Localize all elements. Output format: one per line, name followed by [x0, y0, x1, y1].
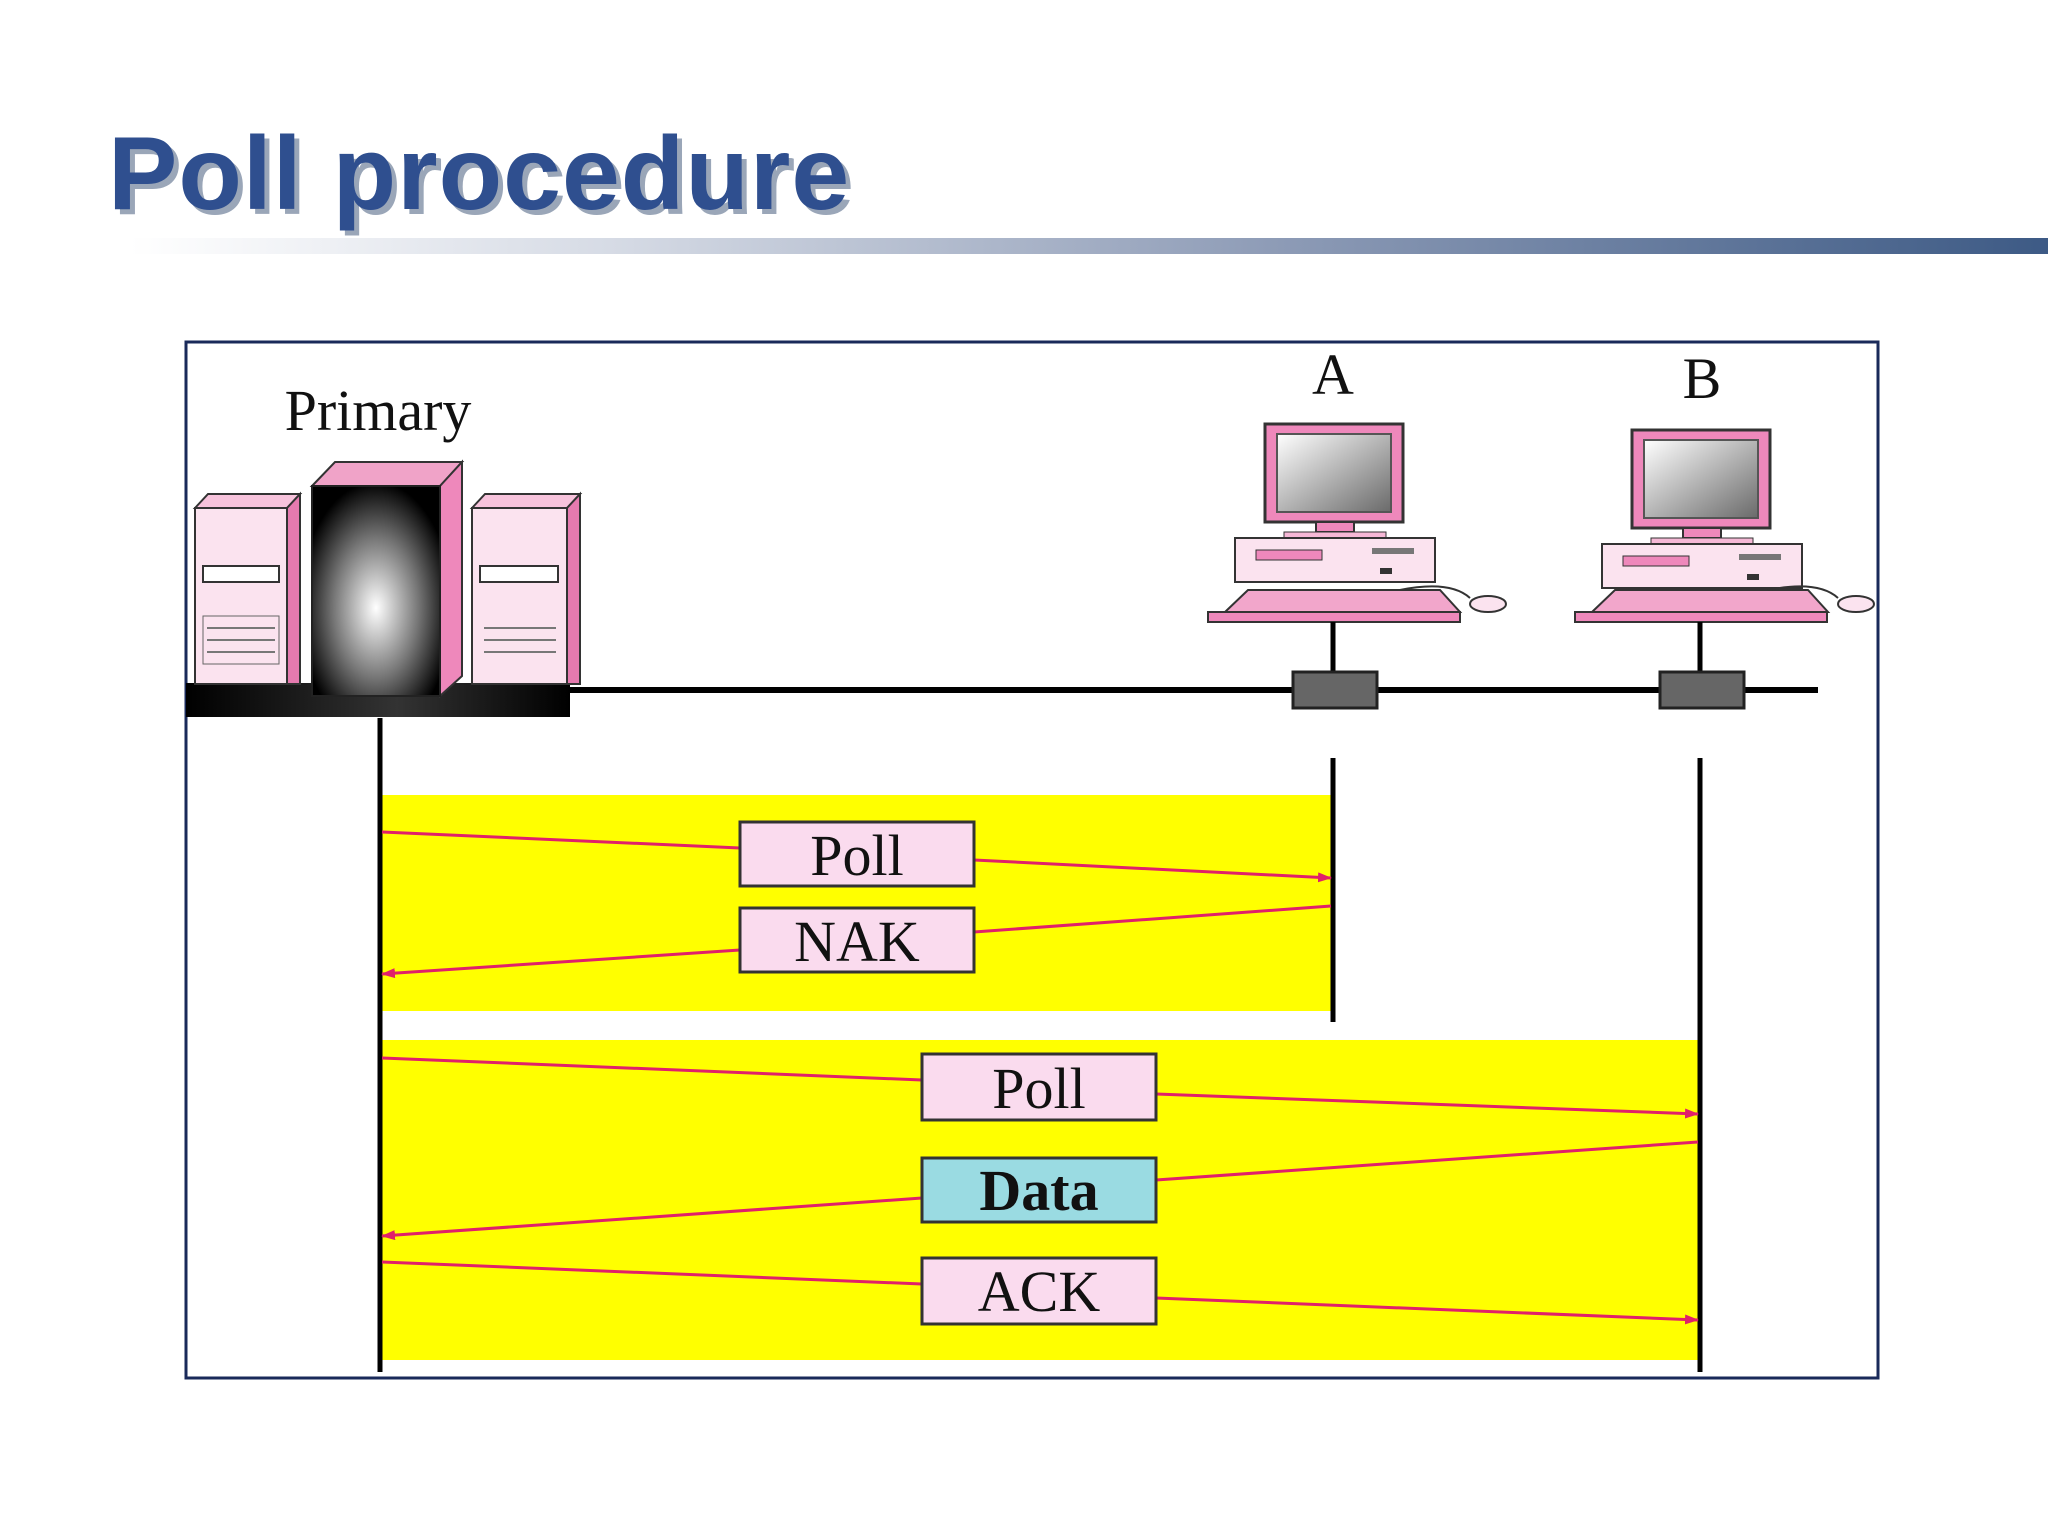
title-underline [130, 238, 2048, 254]
poll-a-label: Poll [810, 823, 904, 888]
data-message: Data [920, 1156, 1158, 1224]
poll-b-arrow-start [381, 1056, 923, 1082]
nak-label: NAK [794, 909, 920, 974]
ack-label: ACK [978, 1259, 1101, 1324]
primary-server-icon [186, 459, 583, 717]
poll-a-message: Poll [738, 820, 976, 888]
ack-message: ACK [920, 1256, 1158, 1326]
station-b-label: B [1683, 346, 1722, 411]
data-label: Data [979, 1158, 1098, 1223]
nak-arrow-start [973, 904, 1332, 934]
data-arrow-start [1155, 1140, 1699, 1182]
data-arrow-end [381, 1196, 923, 1241]
station-a-label: A [1312, 342, 1354, 407]
poll-b-message: Poll [920, 1052, 1158, 1122]
poll-a-arrow-start [381, 830, 741, 850]
poll-b-label: Poll [992, 1056, 1086, 1121]
primary-label: Primary [285, 378, 472, 443]
ack-arrow-start [381, 1260, 923, 1286]
slide-title: Poll procedure [108, 116, 851, 232]
poll-a-arrow-end [973, 858, 1332, 883]
ack-arrow-end [1155, 1296, 1699, 1325]
nak-message: NAK [738, 906, 976, 974]
computer-b-icon [1574, 428, 1875, 710]
nak-arrow-end [381, 948, 741, 979]
poll-b-arrow-end [1155, 1092, 1699, 1119]
computer-a-icon [1207, 422, 1507, 710]
